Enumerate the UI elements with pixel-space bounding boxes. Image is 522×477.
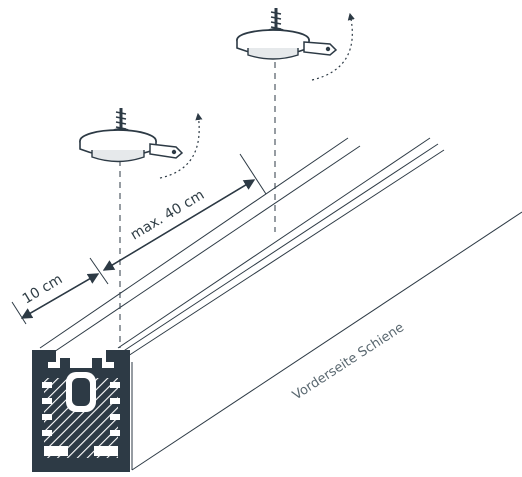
dimension-arrows — [20, 179, 256, 319]
rail-profile — [32, 350, 130, 472]
edge-distance-label: 10 cm — [20, 271, 66, 307]
guide-lines — [119, 62, 276, 348]
clip-disc-icon — [236, 29, 338, 60]
mounting-clip-back — [236, 8, 355, 81]
rotate-arrow-icon — [311, 12, 355, 81]
rail-front-label: Vorderseite Schiene — [290, 320, 407, 403]
rail-body — [39, 137, 522, 471]
clip-disc-icon — [79, 129, 184, 163]
mounting-clip-front — [79, 108, 203, 179]
dimension-extensions — [11, 153, 267, 325]
